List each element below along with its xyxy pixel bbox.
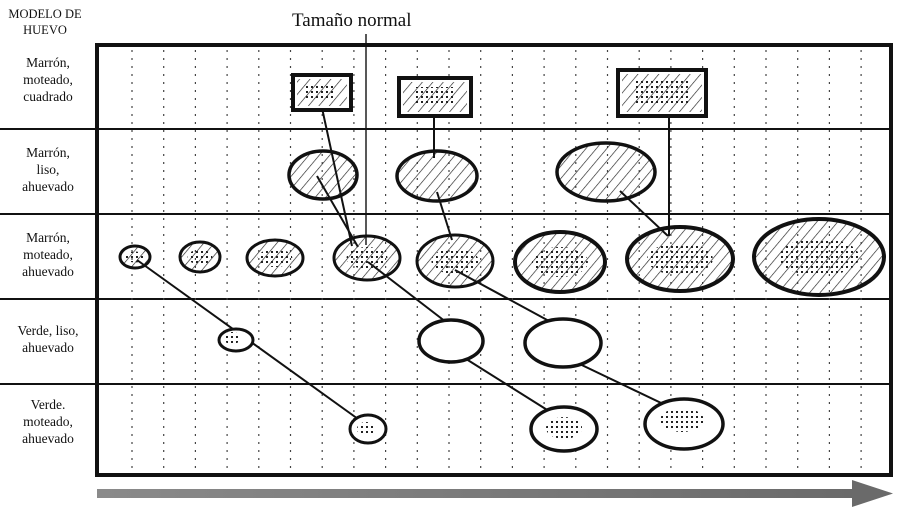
- egg-brown-speckled-2-speckle: [187, 249, 213, 265]
- egg-brown-speckled-5-speckle: [431, 248, 479, 274]
- egg-brown-speckled-1-speckle: [125, 251, 145, 263]
- normal-size-label: Tamaño normal: [292, 10, 412, 31]
- size-increase-arrow: [97, 480, 893, 507]
- egg-square-medium: [397, 76, 473, 118]
- egg-green-plain-3: [523, 317, 603, 369]
- egg-green-speckled-3-speckle: [660, 408, 704, 432]
- egg-brown-speckled-4-speckle: [346, 247, 388, 269]
- egg-brown-plain-2: [395, 149, 479, 203]
- egg-green-speckled-1-speckle: [357, 422, 375, 436]
- row-label-brown-plain-egg: Marrón, liso, ahuevado: [22, 145, 74, 194]
- row-brown-speckled-eggs: [118, 217, 886, 297]
- corner-header-line-1: MODELO DE: [8, 7, 82, 21]
- egg-brown-plain-1: [287, 149, 359, 201]
- egg-brown-speckled-7-speckle: [647, 243, 713, 275]
- row-green-speckled-eggs: [348, 397, 725, 453]
- egg-brown-speckled-8-speckle: [778, 238, 860, 276]
- egg-green-plain-2: [417, 318, 485, 364]
- egg-brown-speckled-3-speckle: [257, 249, 293, 267]
- grid-frame: [0, 43, 893, 477]
- egg-square-large: [616, 68, 708, 118]
- row-green-plain-eggs: [217, 317, 603, 369]
- egg-brown-plain-3: [555, 141, 657, 203]
- row-brown-speckled-square-eggs: [291, 68, 708, 118]
- row-brown-plain-eggs: [287, 141, 657, 203]
- row-label-green-speckled-egg: Verde. moteado, ahuevado: [22, 397, 74, 446]
- row-label-brown-speckled-square: Marrón, moteado, cuadrado: [23, 55, 73, 104]
- egg-green-plain-1-speckle: [223, 332, 241, 344]
- corner-header: MODELO DE HUEVO: [2, 6, 88, 38]
- dotted-grid-columns: [131, 50, 862, 472]
- row-label-green-plain-egg: Verde, liso, ahuevado: [17, 323, 79, 355]
- egg-square-small: [291, 73, 353, 112]
- corner-header-line-2: HUEVO: [23, 23, 67, 37]
- egg-green-speckled-2-speckle: [546, 417, 582, 439]
- row-label-brown-speckled-egg: Marrón, moteado, ahuevado: [22, 230, 74, 279]
- egg-brown-speckled-6-speckle: [532, 247, 588, 277]
